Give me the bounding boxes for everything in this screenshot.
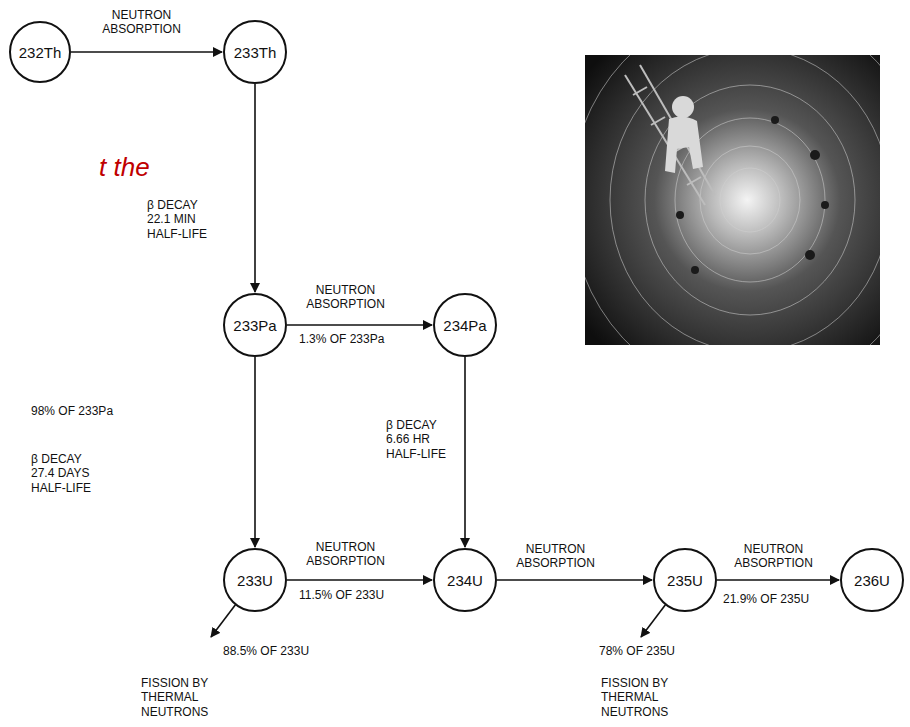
nuclide-circle: 234Pa [433,293,497,357]
edge-label: NEUTRON ABSORPTION [292,283,399,312]
edge-label: NEUTRON ABSORPTION [292,540,399,569]
circle-shape [224,21,286,83]
reaction-arrow [287,324,432,326]
annotation-label: 11.5% OF 233U [298,588,385,602]
annotation-label: 98% OF 233Pa [30,404,114,418]
nuclide-circle: 234U [433,548,497,612]
reaction-arrow [497,579,652,581]
nuclide-label: 233Pa [233,317,276,334]
annotation-label: 1.3% OF 233Pa [298,332,385,346]
nuclide-label: 233U [237,572,273,589]
circle-shape [10,22,70,82]
nuclide-circle: 233Pa [223,293,287,357]
nuclide-circle: 236U [840,548,904,612]
reactor-photo [585,55,880,345]
circle-shape [224,294,286,356]
nuclide-label: 234Pa [443,317,486,334]
edge-label: β DECAY 27.4 DAYS HALF-LIFE [30,452,104,495]
edge-label: β DECAY 22.1 MIN HALF-LIFE [146,198,218,241]
reaction-arrow [254,84,256,292]
nuclide-circle: 233Th [223,20,287,84]
annotation-label: FISSION BY THERMAL NEUTRONS [600,676,707,719]
nuclide-label: 235U [667,572,703,589]
reaction-arrow [287,579,432,581]
slide-text-fragment: t the [98,152,151,183]
fission-arrow [641,604,666,637]
annotation-label: 88.5% OF 233U [222,644,310,658]
annotation-label: 78% OF 235U [598,644,676,658]
circle-shape [434,549,496,611]
circle-shape [654,549,716,611]
reaction-arrow [254,357,256,547]
annotation-label: 21.9% OF 235U [722,592,810,606]
reaction-arrow [717,579,839,581]
circle-shape [434,294,496,356]
nuclide-label: 232Th [19,44,62,61]
fission-arrow [211,604,236,637]
nuclide-circle: 233U [223,548,287,612]
nuclide-circle: 232Th [9,21,71,83]
reaction-arrow [71,51,222,53]
nuclide-label: 234U [447,572,483,589]
edge-label: β DECAY 6.66 HR HALF-LIFE [385,418,457,461]
nuclide-label: 233Th [234,44,277,61]
reaction-arrow [464,357,466,547]
edge-label: NEUTRON ABSORPTION [88,8,195,37]
circle-shape [224,549,286,611]
nuclide-label: 236U [854,572,890,589]
edge-label: NEUTRON ABSORPTION [720,542,827,571]
annotation-label: FISSION BY THERMAL NEUTRONS [140,676,247,719]
edge-label: NEUTRON ABSORPTION [502,542,609,571]
circle-shape [841,549,903,611]
nuclide-circle: 235U [653,548,717,612]
